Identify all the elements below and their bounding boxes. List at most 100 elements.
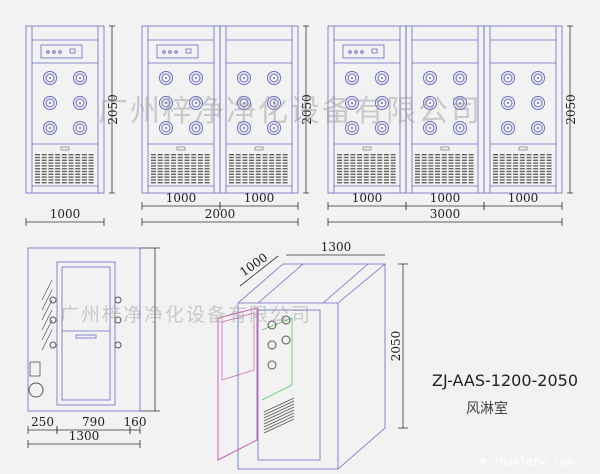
- blower: [29, 361, 41, 377]
- grille-slot: [493, 156, 498, 159]
- side-duct: [41, 279, 53, 351]
- grille-slot: [68, 159, 74, 161]
- grille-slot: [435, 156, 441, 159]
- grille-slot: [262, 156, 268, 159]
- grille-slot: [242, 159, 248, 161]
- grille-slot: [229, 162, 234, 164]
- grille-slot: [390, 165, 396, 167]
- grille-slot: [81, 162, 87, 164]
- nozzle-center: [459, 127, 461, 129]
- air-nozzle: [267, 121, 281, 135]
- air-nozzle-inner: [455, 73, 465, 83]
- grille-slot: [468, 176, 474, 178]
- grille-slot: [468, 168, 474, 170]
- handle: [176, 146, 186, 151]
- grille-slot: [262, 170, 268, 173]
- switch: [371, 48, 378, 54]
- grille-slot: [204, 176, 210, 178]
- grille-slot: [249, 168, 255, 170]
- grille-slot: [513, 154, 519, 156]
- indicator-light: [46, 50, 50, 54]
- grille-slot: [513, 170, 519, 173]
- grille-slot: [151, 162, 156, 164]
- grille-slot: [269, 182, 275, 184]
- watermark-top: 广州梓净净化设备有限公司: [98, 94, 482, 129]
- grille-slot: [441, 162, 447, 164]
- grille-slot: [421, 159, 427, 161]
- grille-slot: [151, 176, 156, 178]
- grille-slot: [428, 162, 434, 164]
- grille-slot: [68, 165, 74, 167]
- air-nozzle-inner: [347, 73, 357, 83]
- side-nozzle: [49, 296, 57, 304]
- iso-grille: [263, 400, 295, 416]
- grille-slot: [493, 159, 498, 161]
- grille-slot: [171, 168, 177, 170]
- grille-slot: [157, 156, 163, 159]
- grille-slot: [282, 182, 288, 184]
- grille-slot: [428, 165, 434, 167]
- grille-slot: [526, 159, 532, 161]
- grille-slot: [88, 162, 94, 164]
- grille-slot: [275, 156, 281, 159]
- grille-slot: [151, 168, 156, 170]
- grille-slot: [363, 182, 369, 184]
- grille-slot: [191, 162, 197, 164]
- grille-slot: [493, 162, 498, 164]
- grille-slot: [377, 156, 383, 159]
- grille-slot: [546, 165, 552, 167]
- grille-slot: [337, 176, 342, 178]
- grille-slot: [75, 168, 81, 170]
- air-nozzle-inner: [191, 98, 201, 108]
- grille-slot: [533, 182, 539, 184]
- grille-slot: [88, 170, 94, 173]
- grille-slot: [415, 159, 420, 161]
- grille-slot: [35, 168, 40, 170]
- grille-slot: [343, 170, 349, 173]
- grille-slot: [35, 173, 40, 175]
- grille-slot: [55, 176, 61, 178]
- grille-slot: [197, 179, 203, 181]
- grille-slot: [282, 162, 288, 164]
- grille-slot: [157, 170, 163, 173]
- grille-slot: [48, 165, 54, 167]
- grille-slot: [61, 168, 67, 170]
- grille-slot: [428, 170, 434, 173]
- grille-slot: [242, 168, 248, 170]
- grille-slot: [157, 182, 163, 184]
- grille-slot: [461, 165, 467, 167]
- grille-slot: [546, 176, 552, 178]
- grille-slot: [519, 179, 525, 181]
- grille-slot: [48, 162, 54, 164]
- air-nozzle: [423, 71, 437, 85]
- grille-slot: [377, 176, 383, 178]
- grille-slot: [61, 173, 67, 175]
- grille-slot: [377, 168, 383, 170]
- grille-slot: [41, 159, 47, 161]
- grille-slot: [383, 162, 389, 164]
- grille-slot: [177, 168, 183, 170]
- grille-slot: [184, 168, 190, 170]
- grille-slot: [441, 165, 447, 167]
- grille-slot: [55, 182, 61, 184]
- indicator-light: [58, 50, 62, 54]
- grille-slot: [275, 182, 281, 184]
- grille-slot: [171, 156, 177, 159]
- air-nozzle-inner: [191, 73, 201, 83]
- grille-slot: [55, 173, 61, 175]
- indicator-light: [354, 50, 358, 54]
- grille-slot: [526, 182, 532, 184]
- grille-slot: [533, 162, 539, 164]
- grille-slot: [448, 170, 454, 173]
- grille-slot: [363, 173, 369, 175]
- side-door: [56, 261, 116, 406]
- grille-slot: [204, 168, 210, 170]
- grille-slot: [350, 182, 356, 184]
- grille-slot: [421, 179, 427, 181]
- grille-slot: [343, 154, 349, 156]
- grille-slot: [441, 170, 447, 173]
- grille-slot: [61, 182, 67, 184]
- grille-slot: [75, 170, 81, 173]
- grille-slot: [370, 156, 376, 159]
- nozzle-center: [165, 127, 167, 129]
